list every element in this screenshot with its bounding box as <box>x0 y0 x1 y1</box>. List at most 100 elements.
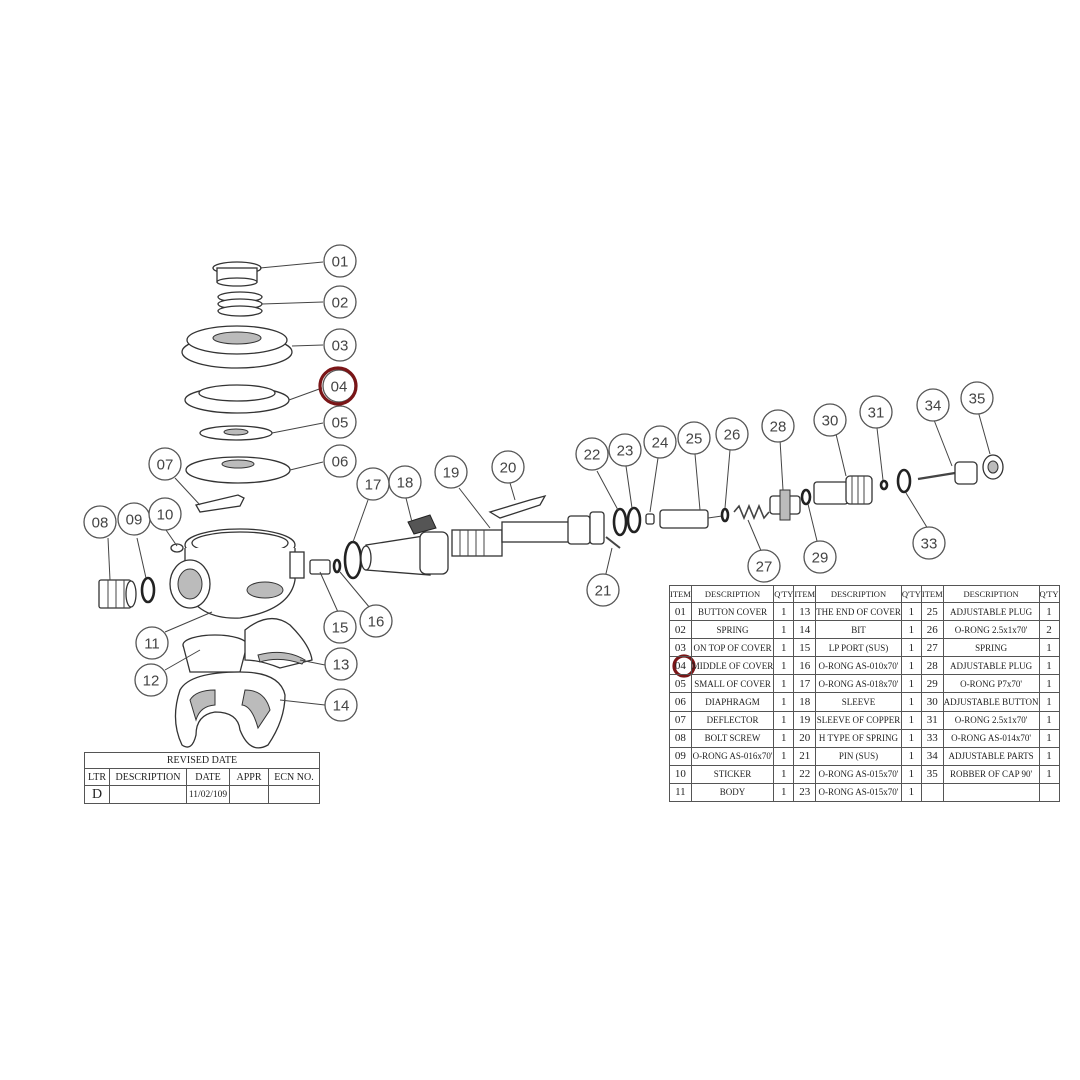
cell-qty: 1 <box>1038 764 1060 784</box>
cell-qty: 1 <box>773 638 795 658</box>
svg-text:11: 11 <box>144 636 160 653</box>
cell-qty: 1 <box>1038 638 1060 658</box>
svg-text:10: 10 <box>157 507 174 524</box>
revision-header-row: LTR DESCRIPTION DATE APPR ECN NO. <box>84 768 320 786</box>
cell-item: 09 <box>669 746 692 766</box>
cell-description: MIDDLE OF COVER <box>690 656 775 676</box>
part-29-o-ring <box>800 488 812 506</box>
cell-qty: 1 <box>900 764 922 784</box>
cell-qty: 1 <box>900 746 922 766</box>
callout-08: 08 <box>83 505 117 539</box>
part-12-body-lower <box>182 634 248 673</box>
svg-text:33: 33 <box>921 536 938 553</box>
part-33-o-ring <box>896 468 912 494</box>
cell-qty: 1 <box>773 692 795 712</box>
callout-10: 10 <box>148 497 182 531</box>
svg-text:25: 25 <box>686 431 703 448</box>
callout-34: 34 <box>916 388 950 422</box>
cell-item: 10 <box>669 764 692 784</box>
part-26-o-ring <box>720 507 730 523</box>
cell-item: 14 <box>793 620 817 640</box>
svg-text:14: 14 <box>333 698 350 715</box>
cell-qty: 1 <box>773 710 795 730</box>
cell-description: SLEEVE <box>815 692 902 712</box>
revision-date: 11/02/109 <box>186 785 230 804</box>
part-11-body <box>169 528 305 619</box>
leader-lines <box>107 261 991 706</box>
cell-qty: 1 <box>1038 710 1060 730</box>
svg-text:12: 12 <box>143 673 160 690</box>
cell-description: SPRING <box>942 638 1040 658</box>
cell-qty: 1 <box>900 692 922 712</box>
header-item: ITEM <box>793 585 817 603</box>
svg-text:17: 17 <box>365 477 382 494</box>
cell-description: O-RONG AS-015x70' <box>815 764 902 784</box>
callout-12: 12 <box>134 663 168 697</box>
cell-item: 27 <box>920 638 944 658</box>
cell-item: 31 <box>920 710 944 730</box>
cell-item: 19 <box>793 710 817 730</box>
cell-qty: 1 <box>1038 601 1060 622</box>
cell-qty: 1 <box>900 656 922 676</box>
callout-02: 02 <box>323 285 357 319</box>
cell-item: 03 <box>669 638 692 658</box>
svg-text:21: 21 <box>595 583 612 600</box>
callout-16: 16 <box>359 604 393 638</box>
cell-description: STICKER <box>690 764 775 784</box>
callout-11: 11 <box>135 626 169 660</box>
svg-text:30: 30 <box>822 413 839 430</box>
revision-row: D 11/02/109 <box>84 785 320 804</box>
cell-description: O-RONG AS-010x70' <box>815 656 902 676</box>
cell-item: 21 <box>793 746 817 766</box>
part-23-o-ring <box>626 506 642 534</box>
revision-header-date: DATE <box>186 768 230 786</box>
part-13-end-of-cover <box>244 618 313 669</box>
header-item: ITEM <box>669 585 692 603</box>
callout-28: 28 <box>761 409 795 443</box>
cell-description: BOLT SCREW <box>690 728 775 748</box>
part-21-pin <box>605 536 621 549</box>
cell-description: O-RONG AS-018x70' <box>815 674 902 694</box>
part-20-h-type-spring <box>488 494 547 519</box>
cell-description <box>942 782 1040 803</box>
cell-description: O-RONG AS-014x70' <box>942 728 1040 748</box>
revision-description <box>109 785 187 804</box>
callout-25: 25 <box>677 421 711 455</box>
header-description: DESCRIPTION <box>942 585 1040 603</box>
callout-27: 27 <box>747 549 781 583</box>
cell-item: 08 <box>669 728 692 748</box>
cell-description: O-RONG AS-015x70' <box>815 782 902 803</box>
svg-text:19: 19 <box>443 465 460 482</box>
svg-text:05: 05 <box>332 415 349 432</box>
callout-06: 06 <box>323 444 357 478</box>
cell-item: 29 <box>920 674 944 694</box>
highlight-ring-callout-04 <box>318 366 358 406</box>
part-04-middle-cover <box>184 384 290 414</box>
svg-text:13: 13 <box>333 657 350 674</box>
callout-35: 35 <box>960 381 994 415</box>
part-24-small-part <box>645 513 655 525</box>
header-qty: Q'TY <box>900 585 922 603</box>
cell-item: 06 <box>669 692 692 712</box>
parts-list-table: ITEM DESCRIPTION Q'TY ITEM DESCRIPTION Q… <box>669 585 1060 803</box>
cell-description: ADJUSTABLE PLUG <box>942 601 1040 622</box>
cell-item <box>920 782 944 803</box>
part-07-deflector <box>195 494 245 513</box>
cell-description: LP PORT (SUS) <box>815 638 902 658</box>
part-31-o-ring <box>879 479 889 491</box>
cell-description: BUTTON COVER <box>690 601 775 622</box>
cell-item: 26 <box>920 620 944 640</box>
cell-description: PIN (SUS) <box>815 746 902 766</box>
callout-14: 14 <box>324 688 358 722</box>
callout-03: 03 <box>323 328 357 362</box>
cell-description: ADJUSTABLE PARTS <box>942 746 1040 766</box>
cell-qty: 1 <box>773 620 795 640</box>
cell-item: 13 <box>793 601 817 622</box>
